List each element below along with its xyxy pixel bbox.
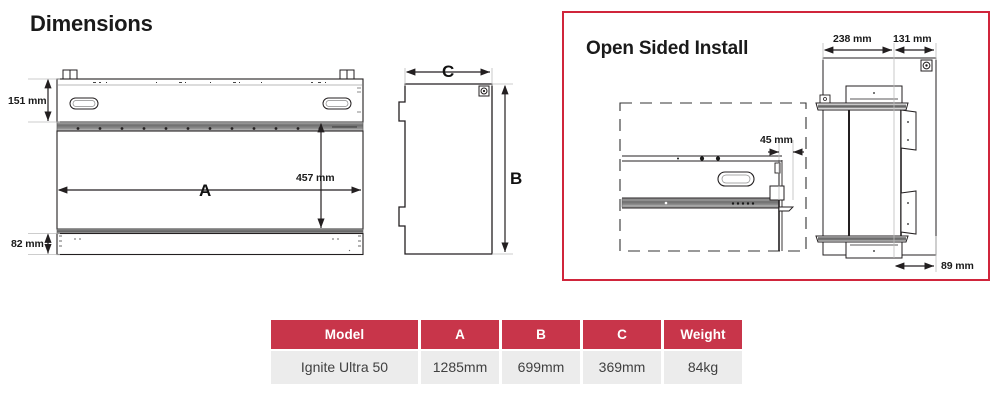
side-view-drawing xyxy=(398,68,513,255)
dim-label-151mm: 151 mm xyxy=(8,95,47,107)
open-sided-install-title: Open Sided Install xyxy=(586,38,749,59)
cell-c: 369mm xyxy=(583,351,661,384)
cell-b: 699mm xyxy=(502,351,580,384)
cell-a: 1285mm xyxy=(421,351,499,384)
cell-model: Ignite Ultra 50 xyxy=(271,351,418,384)
table-row: Ignite Ultra 50 1285mm 699mm 369mm 84kg xyxy=(271,351,742,384)
table-header-model: Model xyxy=(271,320,418,349)
table-header-a: A xyxy=(421,320,499,349)
page-title: Dimensions xyxy=(30,11,153,36)
dim-label-82mm: 82 mm xyxy=(11,238,44,250)
cell-weight: 84kg xyxy=(664,351,742,384)
dim-label-A: A xyxy=(199,181,212,200)
table-header-c: C xyxy=(583,320,661,349)
dim-label-238mm: 238 mm xyxy=(833,33,872,45)
table-header-row: Model A B C Weight xyxy=(271,320,742,349)
dim-label-45mm: 45 mm xyxy=(760,134,793,146)
dim-label-457mm: 457 mm xyxy=(296,172,335,184)
front-view-drawing xyxy=(28,69,364,256)
table-header-weight: Weight xyxy=(664,320,742,349)
dim-label-131mm: 131 mm xyxy=(893,33,932,45)
specification-table: Model A B C Weight Ignite Ultra 50 1285m… xyxy=(268,318,745,386)
dim-label-C: C xyxy=(442,62,455,81)
dim-label-B: B xyxy=(510,169,523,188)
dim-label-89mm: 89 mm xyxy=(941,260,974,272)
table-header-b: B xyxy=(502,320,580,349)
